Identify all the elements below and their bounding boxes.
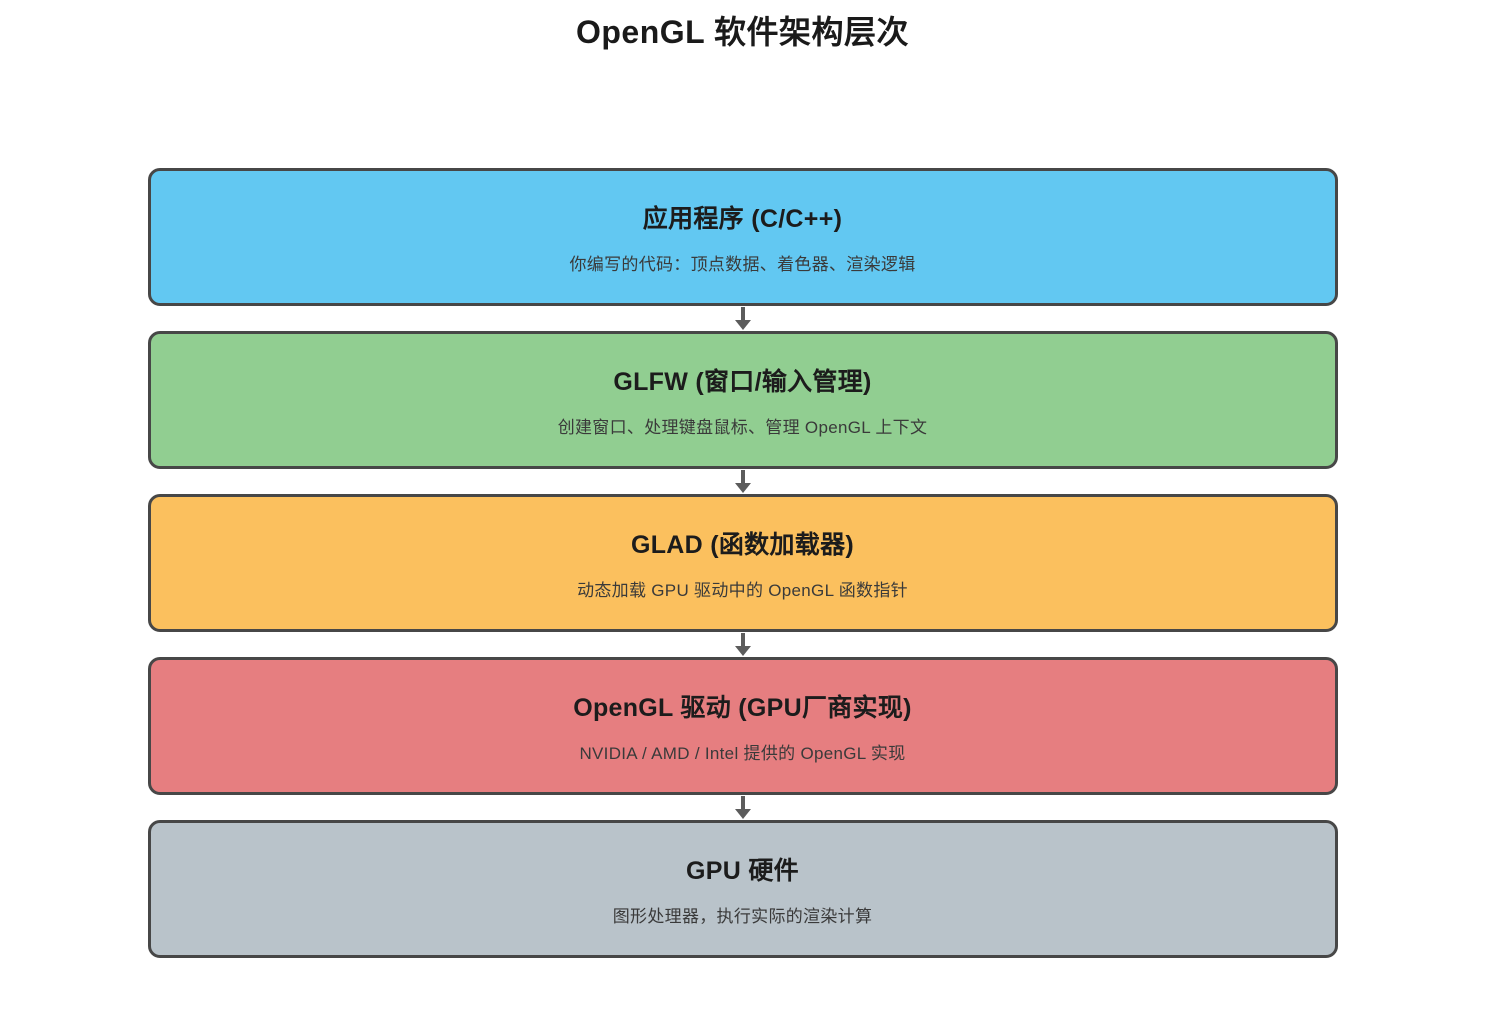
arrow-head [734, 320, 751, 330]
layer-name-gpu-hardware: GPU 硬件 [686, 857, 799, 885]
layer-stack: 应用程序 (C/C++) 你编写的代码：顶点数据、着色器、渲染逻辑 GLFW (… [147, 168, 1338, 958]
arrow-head [734, 809, 751, 819]
arrow-stem [740, 633, 745, 646]
arrow-stem [740, 307, 745, 320]
layer-name-application: 应用程序 (C/C++) [642, 205, 843, 233]
layer-box-gpu-hardware: GPU 硬件 图形处理器，执行实际的渲染计算 [147, 820, 1338, 958]
arrow-stem [740, 796, 745, 809]
layer-name-glad: GLAD (函数加载器) [630, 531, 855, 559]
layer-desc-gpu-hardware: 图形处理器，执行实际的渲染计算 [612, 907, 873, 926]
layer-box-opengl-driver: OpenGL 驱动 (GPU厂商实现) NVIDIA / AMD / Intel… [147, 657, 1338, 795]
layer-box-glad: GLAD (函数加载器) 动态加载 GPU 驱动中的 OpenGL 函数指针 [147, 494, 1338, 632]
page-title: OpenGL 软件架构层次 [575, 14, 910, 50]
layer-desc-glfw: 创建窗口、处理键盘鼠标、管理 OpenGL 上下文 [557, 418, 928, 437]
arrow-stem [740, 470, 745, 483]
layer-box-application: 应用程序 (C/C++) 你编写的代码：顶点数据、着色器、渲染逻辑 [147, 168, 1338, 306]
arrow-head [734, 483, 751, 493]
layer-name-opengl-driver: OpenGL 驱动 (GPU厂商实现) [573, 694, 912, 722]
layer-desc-glad: 动态加载 GPU 驱动中的 OpenGL 函数指针 [577, 581, 908, 600]
arrow-down-icon [148, 469, 1338, 494]
layer-desc-application: 你编写的代码：顶点数据、着色器、渲染逻辑 [569, 255, 916, 274]
layer-box-glfw: GLFW (窗口/输入管理) 创建窗口、处理键盘鼠标、管理 OpenGL 上下文 [147, 331, 1338, 469]
arrow-head [734, 646, 751, 656]
arrow-down-icon [148, 306, 1338, 331]
diagram-page: OpenGL 软件架构层次 应用程序 (C/C++) 你编写的代码：顶点数据、着… [0, 11, 1485, 1034]
layer-desc-opengl-driver: NVIDIA / AMD / Intel 提供的 OpenGL 实现 [579, 744, 906, 763]
arrow-down-icon [148, 632, 1338, 657]
arrow-down-icon [148, 795, 1338, 820]
layer-name-glfw: GLFW (窗口/输入管理) [613, 368, 872, 396]
